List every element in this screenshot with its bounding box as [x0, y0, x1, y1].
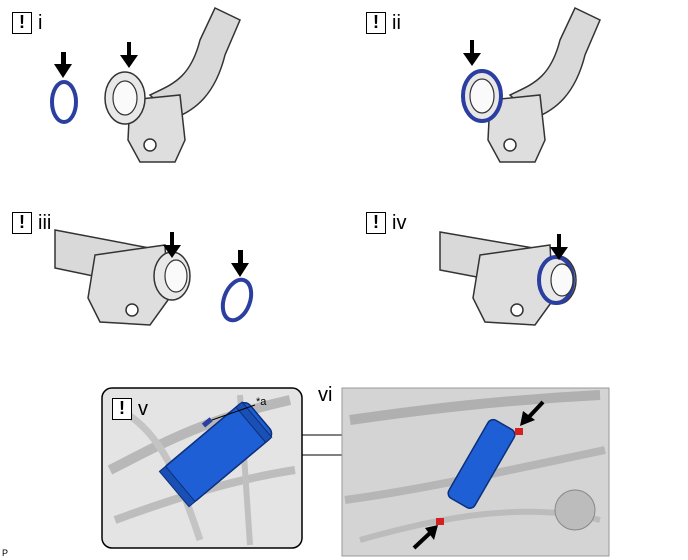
background-hose: [349, 390, 601, 425]
fitting-inner: [469, 78, 495, 114]
bolt-hole: [143, 138, 157, 152]
red-marker: [436, 518, 444, 525]
notice-box-iii: !: [12, 212, 32, 234]
pipe-part-icon: [508, 6, 601, 119]
callout-leader: [211, 404, 256, 421]
callout-a: *a: [256, 396, 267, 408]
step-label-i: i: [38, 12, 43, 34]
pipe-part-icon: [148, 6, 241, 119]
down-arrow-icon: [231, 250, 249, 277]
bolt-hole: [503, 138, 517, 152]
down-arrow-icon: [550, 234, 568, 260]
notice-box-iv: !: [366, 212, 386, 234]
fitting-inner: [164, 259, 188, 293]
step-label-ii: ii: [392, 12, 401, 34]
fitting-inner: [112, 80, 138, 116]
step-label-iii: iii: [38, 212, 52, 234]
fitting-inner: [550, 263, 574, 297]
down-arrow-icon: [463, 40, 481, 66]
corner-code: P: [2, 548, 9, 558]
background-hose: [118, 406, 204, 542]
step-label-v: v: [138, 398, 148, 420]
step-label-vi: vi: [318, 384, 333, 406]
o-ring-icon: [220, 277, 254, 323]
diagonal-arrow-icon: [412, 525, 438, 550]
bolt-hole: [125, 303, 139, 317]
step-label-iv: iv: [392, 212, 407, 234]
diagonal-arrow-icon: [520, 400, 545, 426]
notice-box-i: !: [12, 12, 32, 34]
down-arrow-icon: [120, 42, 138, 68]
red-marker: [515, 428, 523, 435]
bolt-hole: [510, 303, 524, 317]
pipe-bracket: [472, 244, 554, 326]
pipe-bracket: [487, 94, 546, 163]
notice-box-v: !: [112, 398, 132, 420]
background-hose: [107, 395, 292, 475]
o-ring-marker: [201, 417, 213, 428]
highlighted-part: [447, 418, 516, 509]
down-arrow-icon: [163, 232, 181, 258]
o-ring-icon: [50, 80, 78, 124]
highlighted-part: [158, 401, 273, 508]
o-ring-installed: [461, 69, 503, 123]
engine-component: [554, 489, 596, 531]
notice-box-ii: !: [366, 12, 386, 34]
down-arrow-icon: [54, 52, 72, 78]
